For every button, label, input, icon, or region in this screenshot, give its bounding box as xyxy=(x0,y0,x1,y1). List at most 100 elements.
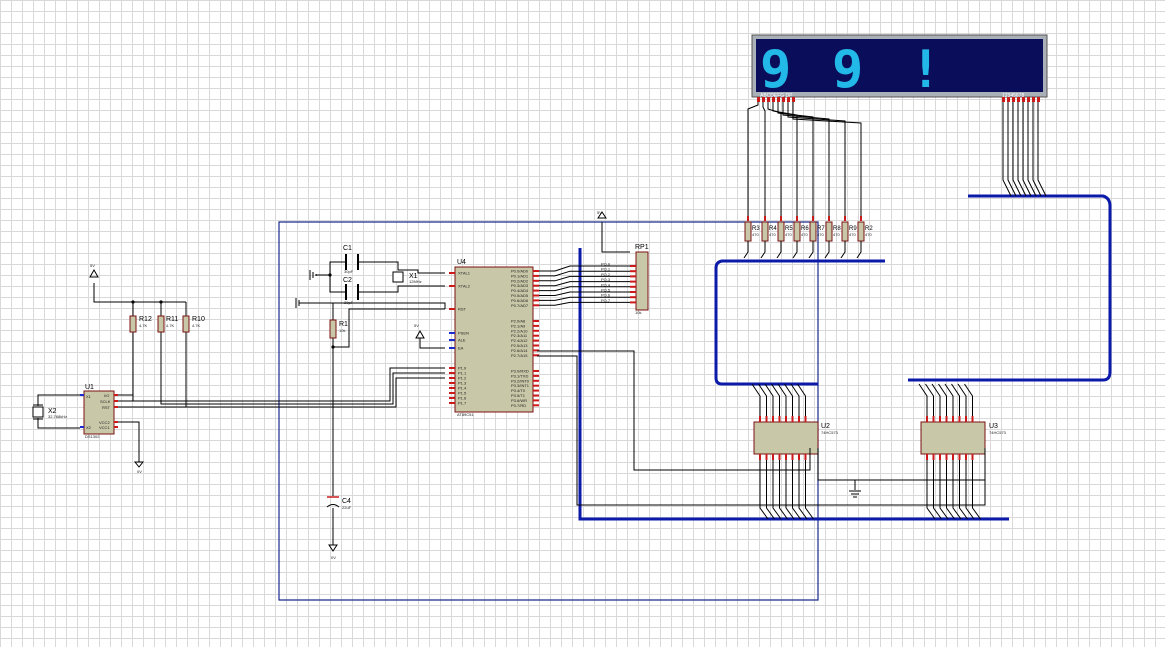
u4-right-pin-label: P0.1/AD1 xyxy=(511,273,529,278)
r12-value: 4.7K xyxy=(139,323,148,328)
segment-resistor[interactable] xyxy=(761,221,769,242)
latch-input-wire xyxy=(771,383,780,422)
u3-ref: U3 xyxy=(989,423,998,430)
u4-right-pin-label: P3.3/INT1 xyxy=(511,383,530,388)
display-seg-pin xyxy=(777,97,780,102)
segment-resistor[interactable] xyxy=(809,221,817,242)
x1-value: 12MHz xyxy=(409,279,422,284)
u4-right-pin xyxy=(533,370,539,372)
segment-resistor-wire xyxy=(824,241,830,259)
u4-right-pin-label: P0.6/AD6 xyxy=(511,298,529,303)
segment-resistor-pin xyxy=(780,216,782,221)
display-wires xyxy=(747,102,1047,216)
r11[interactable] xyxy=(157,315,165,333)
display-seg-pin xyxy=(782,97,785,102)
latch-pin xyxy=(971,454,974,460)
u4-left-pin xyxy=(449,367,455,369)
latch-pin xyxy=(798,416,800,422)
u4-right-pin xyxy=(533,349,539,352)
display-digit-pin xyxy=(1037,97,1040,102)
segment-resistor-value: 470 xyxy=(833,232,840,237)
u4-right-pin xyxy=(533,299,539,302)
latch-pin xyxy=(778,454,781,460)
latch-pin xyxy=(926,454,928,460)
u3-74hc573[interactable]: U3 74HC573 xyxy=(920,421,1007,455)
u4-at89c51[interactable]: U4 AT89C51 XTAL1XTAL2RSTPSENALEEAP1.0P1.… xyxy=(449,259,539,417)
rp1-pin xyxy=(630,291,636,293)
u4-left-pin-label: XTAL1 xyxy=(458,271,471,276)
x1-crystal[interactable] xyxy=(392,271,404,283)
u4-left-pin xyxy=(449,347,455,349)
u4-right-pin xyxy=(533,284,539,287)
latch-output-wire xyxy=(926,460,936,520)
display-seg-wire xyxy=(787,102,846,216)
u1-ds1302[interactable]: U1 DS1302 X1 X2 I/O SCLK RST VCC2 VCC1 xyxy=(80,384,118,439)
u4-right-pin xyxy=(533,270,539,272)
u4-left-pin-label: P1.3 xyxy=(458,381,467,386)
u4-left-pin xyxy=(449,372,455,374)
u4-right-pin xyxy=(533,379,539,382)
rp1-resistor-pack[interactable]: RP1 10k PO.0PO.1PO.2PO.3PO.4PO.5PO.6PO.7… xyxy=(597,210,649,315)
reset-circuit: R1 10k C4 22uF 0V xyxy=(326,303,445,560)
u4-right-pin-label: P3.6/WR xyxy=(511,398,527,403)
u4-right-pin-label: P2.4/A12 xyxy=(511,338,528,343)
c1-value: 30pF xyxy=(344,269,354,274)
u4-right-pin-label: P2.3/A11 xyxy=(511,333,528,338)
p0-wires xyxy=(539,265,630,306)
display-digit-pin xyxy=(1022,97,1025,102)
u1-pin-vcc1: VCC1 xyxy=(99,425,110,430)
u4-left-pin-label: P1.5 xyxy=(458,391,467,396)
u4-right-pin xyxy=(533,374,539,377)
u1-gnd-label: 0V xyxy=(137,469,142,474)
u4-part: AT89C51 xyxy=(457,412,474,417)
latch-output-wire xyxy=(952,460,962,520)
rp1-pin xyxy=(630,270,636,273)
x2-crystal[interactable]: X2 32.768kHz xyxy=(32,394,80,429)
display-digit-wire xyxy=(1002,102,1012,197)
segment-resistor[interactable] xyxy=(744,221,752,242)
latch-output-wire xyxy=(972,460,981,520)
u4-left-pin-label: ALE xyxy=(458,338,466,343)
segment-resistor[interactable] xyxy=(857,221,865,242)
latch-input-wire xyxy=(925,383,934,422)
x2-ref: X2 xyxy=(48,408,57,415)
rp1-pin xyxy=(630,275,636,278)
r12[interactable] xyxy=(129,315,137,333)
segment-resistor[interactable] xyxy=(777,221,785,242)
latch-output-wire xyxy=(772,460,782,520)
latch-pin xyxy=(804,416,807,422)
segment-resistor-pin xyxy=(844,216,846,221)
segment-pin-label: ABCDEFG DP xyxy=(760,93,793,99)
latch-pin xyxy=(932,454,935,460)
segment-resistor-wire xyxy=(856,241,862,259)
r1[interactable] xyxy=(329,319,337,339)
u2-74hc573[interactable]: U2 74HC573 xyxy=(753,421,839,455)
r10[interactable] xyxy=(182,315,190,333)
r12-ref: R12 xyxy=(139,316,152,323)
latch-pin xyxy=(965,454,967,460)
latch-input-wire xyxy=(764,383,774,422)
u4-left-pin-label: RST xyxy=(458,307,467,312)
latch-input-wire xyxy=(931,383,941,422)
u4-right-pin-label: P0.4/AD4 xyxy=(511,288,529,293)
rp1-pin xyxy=(630,280,636,283)
segment-resistor[interactable] xyxy=(841,221,849,242)
latch-pin xyxy=(952,416,954,422)
segment-resistor[interactable] xyxy=(793,221,801,242)
vcc-label-2: 5V xyxy=(414,323,419,328)
latch-wires xyxy=(751,383,981,520)
segment-resistor-value: 470 xyxy=(785,232,792,237)
digit-1: 9 xyxy=(760,40,791,100)
oscillator: C1 30pF C2 30pF X1 12MHz xyxy=(295,245,446,309)
rp1-pin-label: PO.6 xyxy=(601,293,611,298)
latch-pin xyxy=(765,454,768,460)
latch-input-wire xyxy=(957,383,967,422)
latch-pin xyxy=(971,416,974,422)
segment-resistor[interactable] xyxy=(825,221,833,242)
latch-input-wire xyxy=(758,383,767,422)
u4-left-pin-label: P1.2 xyxy=(458,376,467,381)
u4-left-pin xyxy=(449,332,455,334)
latch-pin xyxy=(772,416,774,422)
segment-resistor-value: 470 xyxy=(801,232,808,237)
latch-pin xyxy=(791,454,794,460)
